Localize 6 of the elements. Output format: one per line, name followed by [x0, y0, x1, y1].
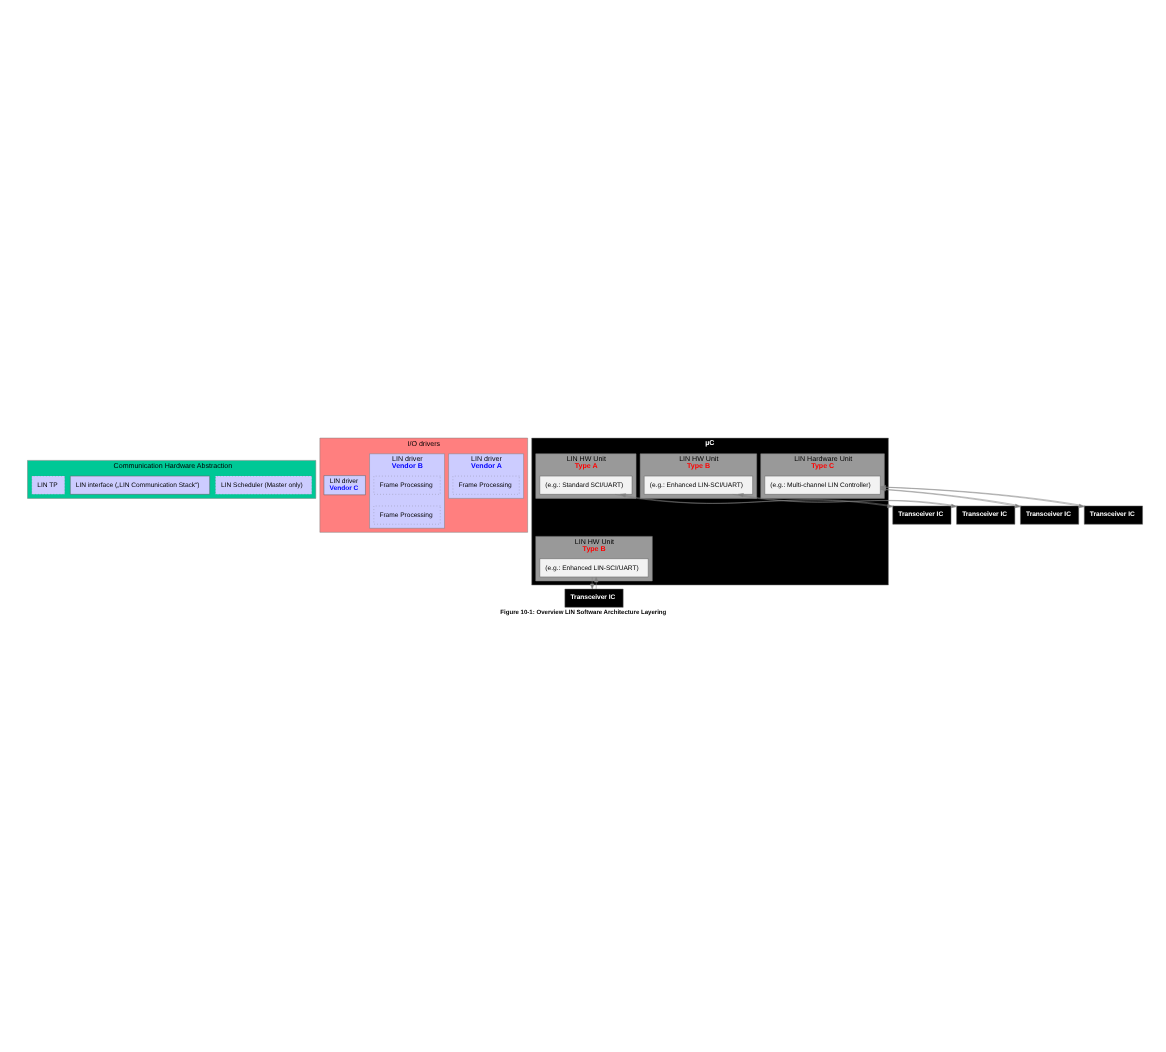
arrow	[614, 494, 893, 508]
arrow	[594, 576, 599, 590]
arrow	[732, 494, 957, 508]
arrow	[737, 493, 958, 507]
arrow	[590, 576, 595, 590]
arrow	[620, 493, 895, 507]
